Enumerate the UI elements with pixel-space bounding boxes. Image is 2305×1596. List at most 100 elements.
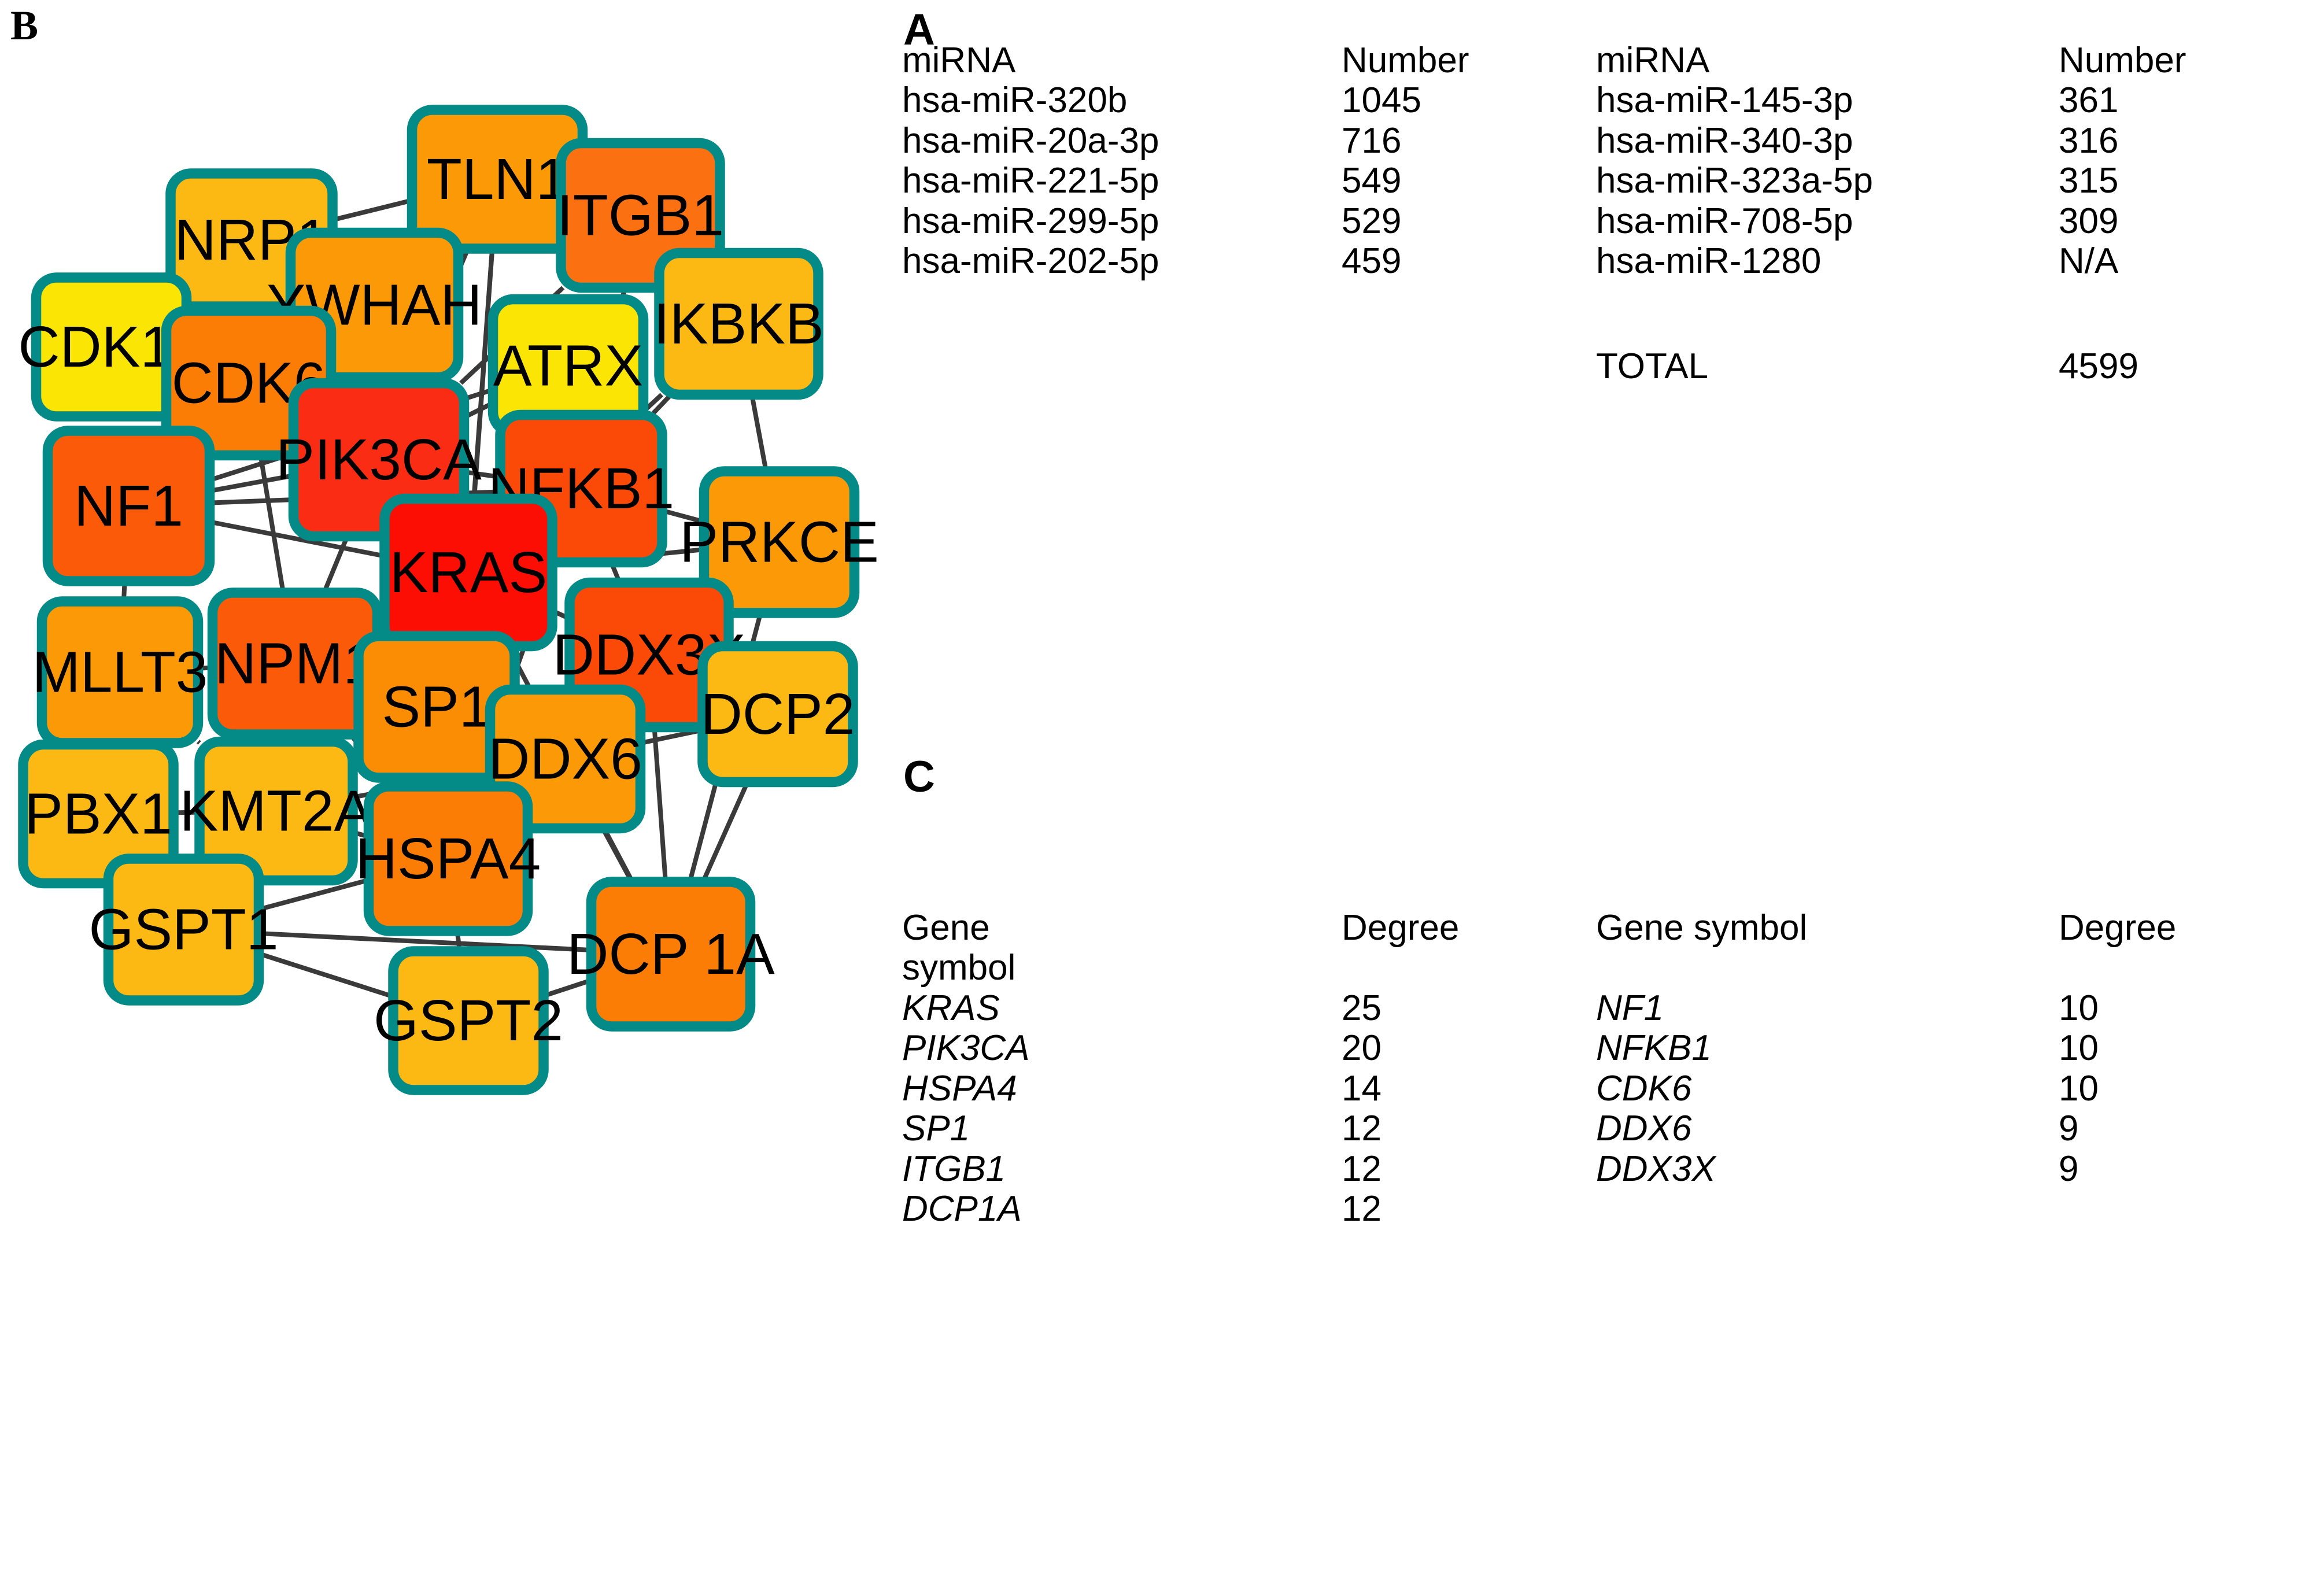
node-label: NF1 xyxy=(74,474,183,538)
node-label: GSPT1 xyxy=(89,897,279,962)
gene-symbol: CDK6 xyxy=(1596,1068,1692,1109)
gene-degree xyxy=(2059,1189,2290,1229)
network-edge xyxy=(258,931,592,953)
gene-degree: 14 xyxy=(1342,1068,1381,1109)
table-spacer xyxy=(902,282,2290,346)
gene-degree-table-container: Gene symbol Degree Gene symbol Degree KR… xyxy=(902,908,2290,1229)
node-label: DDX6 xyxy=(488,727,642,792)
col-header-mirna-2: miRNA xyxy=(1596,40,1710,80)
network-node-sp1[interactable]: SP1 xyxy=(353,631,520,783)
network-edge xyxy=(661,508,705,524)
col-header-degree-1: Degree xyxy=(1342,908,1460,948)
network-node-gspt1[interactable]: GSPT1 xyxy=(89,854,279,1006)
mirna-name: hsa-miR-299-5p xyxy=(902,201,1159,241)
network-node-dcp1a[interactable]: DCP 1A xyxy=(567,877,775,1032)
node-label: DCP 1A xyxy=(567,922,775,987)
gene-degree: 25 xyxy=(1342,988,1381,1028)
total-label: TOTAL xyxy=(1596,346,1709,386)
mirna-name: hsa-miR-323a-5p xyxy=(1596,161,1873,201)
network-node-ikbkb[interactable]: IKBKB xyxy=(653,247,824,400)
network-edge xyxy=(701,781,750,883)
node-shape xyxy=(699,466,860,618)
gene-symbol: PIK3CA xyxy=(902,1028,1030,1069)
gene-symbol: DDX6 xyxy=(1596,1109,1692,1149)
mirna-count: 316 xyxy=(2059,120,2119,161)
node-shape xyxy=(586,877,756,1032)
mirna-name: hsa-miR-1280 xyxy=(1596,241,1822,282)
table-row: hsa-miR-20a-3p 716 hsa-miR-340-3p 316 xyxy=(902,121,2290,161)
gene-degree: 12 xyxy=(1342,1109,1381,1149)
network-node-mllt3[interactable]: MLLT3 xyxy=(32,596,208,748)
gene-symbol: HSPA4 xyxy=(902,1068,1017,1109)
gene-symbol: DDX3X xyxy=(1596,1148,1716,1189)
network-edge xyxy=(196,740,201,745)
mirna-table: miRNA Number miRNA Number hsa-miR-320b 1… xyxy=(902,40,2290,386)
gene-degree: 9 xyxy=(2059,1148,2079,1189)
table-row: hsa-miR-221-5p 549 hsa-miR-323a-5p 315 xyxy=(902,161,2290,201)
col-header-mirna-1: miRNA xyxy=(902,40,1016,80)
network-node-hspa4[interactable]: HSPA4 xyxy=(356,781,541,936)
network-node-prkce[interactable]: PRKCE xyxy=(679,466,879,618)
node-shape xyxy=(103,854,264,1006)
node-shape xyxy=(697,641,858,788)
mirna-name: hsa-miR-221-5p xyxy=(902,161,1159,201)
mirna-count: 1045 xyxy=(1342,80,1421,121)
table-header-row: miRNA Number miRNA Number xyxy=(902,40,2290,80)
node-shape xyxy=(194,736,358,886)
gene-degree: 10 xyxy=(2059,988,2099,1028)
table-row: hsa-miR-299-5p 529 hsa-miR-708-5p 309 xyxy=(902,201,2290,241)
network-node-npm1[interactable]: NPM1 xyxy=(207,588,383,740)
node-label: GSPT2 xyxy=(374,988,563,1053)
network-edge xyxy=(542,978,592,999)
mirna-name: hsa-miR-320b xyxy=(902,80,1128,121)
panel-a-label: A xyxy=(903,5,935,54)
mirna-table-container: miRNA Number miRNA Number hsa-miR-320b 1… xyxy=(902,40,2290,386)
table-row: hsa-miR-202-5p 459 hsa-miR-1280 N/A xyxy=(902,241,2290,281)
network-edge xyxy=(258,877,370,912)
mirna-count: 309 xyxy=(2059,201,2119,241)
col-header-gene-symbol-1: Gene symbol xyxy=(902,908,1342,988)
network-edge xyxy=(463,470,501,479)
col-header-number-2: Number xyxy=(2059,40,2186,80)
gene-symbol: ITGB1 xyxy=(902,1148,1006,1189)
node-label: DCP2 xyxy=(701,682,855,747)
network-edge xyxy=(258,455,286,593)
node-label: MLLT3 xyxy=(32,640,208,705)
mirna-count: 459 xyxy=(1342,241,1402,282)
gene-symbol: DCP1A xyxy=(902,1189,1022,1229)
gene-degree: 10 xyxy=(2059,1028,2099,1069)
network-node-dcp2[interactable]: DCP2 xyxy=(697,641,858,788)
table-row: DCP1A 12 xyxy=(902,1189,2290,1229)
node-label: KRAS xyxy=(390,540,547,605)
network-node-gspt2[interactable]: GSPT2 xyxy=(374,946,563,1095)
node-shape xyxy=(18,739,179,889)
mirna-count: 361 xyxy=(2059,80,2119,121)
node-label: SP1 xyxy=(382,675,491,740)
node-label: PIK3CA xyxy=(276,427,482,492)
mirna-name: hsa-miR-145-3p xyxy=(1596,80,1853,121)
network-node-pbx1[interactable]: PBX1 xyxy=(18,739,179,889)
mirna-name: hsa-miR-708-5p xyxy=(1596,201,1853,241)
network-edge xyxy=(652,727,668,882)
network-node-atrx[interactable]: ATRX xyxy=(487,294,649,438)
network-edge xyxy=(749,394,769,472)
network-node-nf1[interactable]: NF1 xyxy=(42,426,215,586)
col-header-gene-line2: symbol xyxy=(902,948,1016,988)
node-label: PRKCE xyxy=(679,510,879,575)
network-edge xyxy=(650,393,673,417)
node-shape xyxy=(363,781,533,936)
network-edge xyxy=(332,198,413,223)
network-edge xyxy=(209,519,385,559)
table-row: HSPA4 14 CDK6 10 xyxy=(902,1069,2290,1109)
network-node-kras[interactable]: KRAS xyxy=(379,493,557,652)
network-edge xyxy=(209,473,294,494)
network-node-kmt2a[interactable]: KMT2A xyxy=(180,736,373,886)
node-label: ATRX xyxy=(493,334,643,398)
mirna-count: N/A xyxy=(2059,241,2119,282)
total-blank-2 xyxy=(1342,346,1596,386)
node-label: TLN1 xyxy=(427,147,568,212)
node-label: NPM1 xyxy=(215,631,375,696)
table-row: SP1 12 DDX6 9 xyxy=(902,1109,2290,1148)
